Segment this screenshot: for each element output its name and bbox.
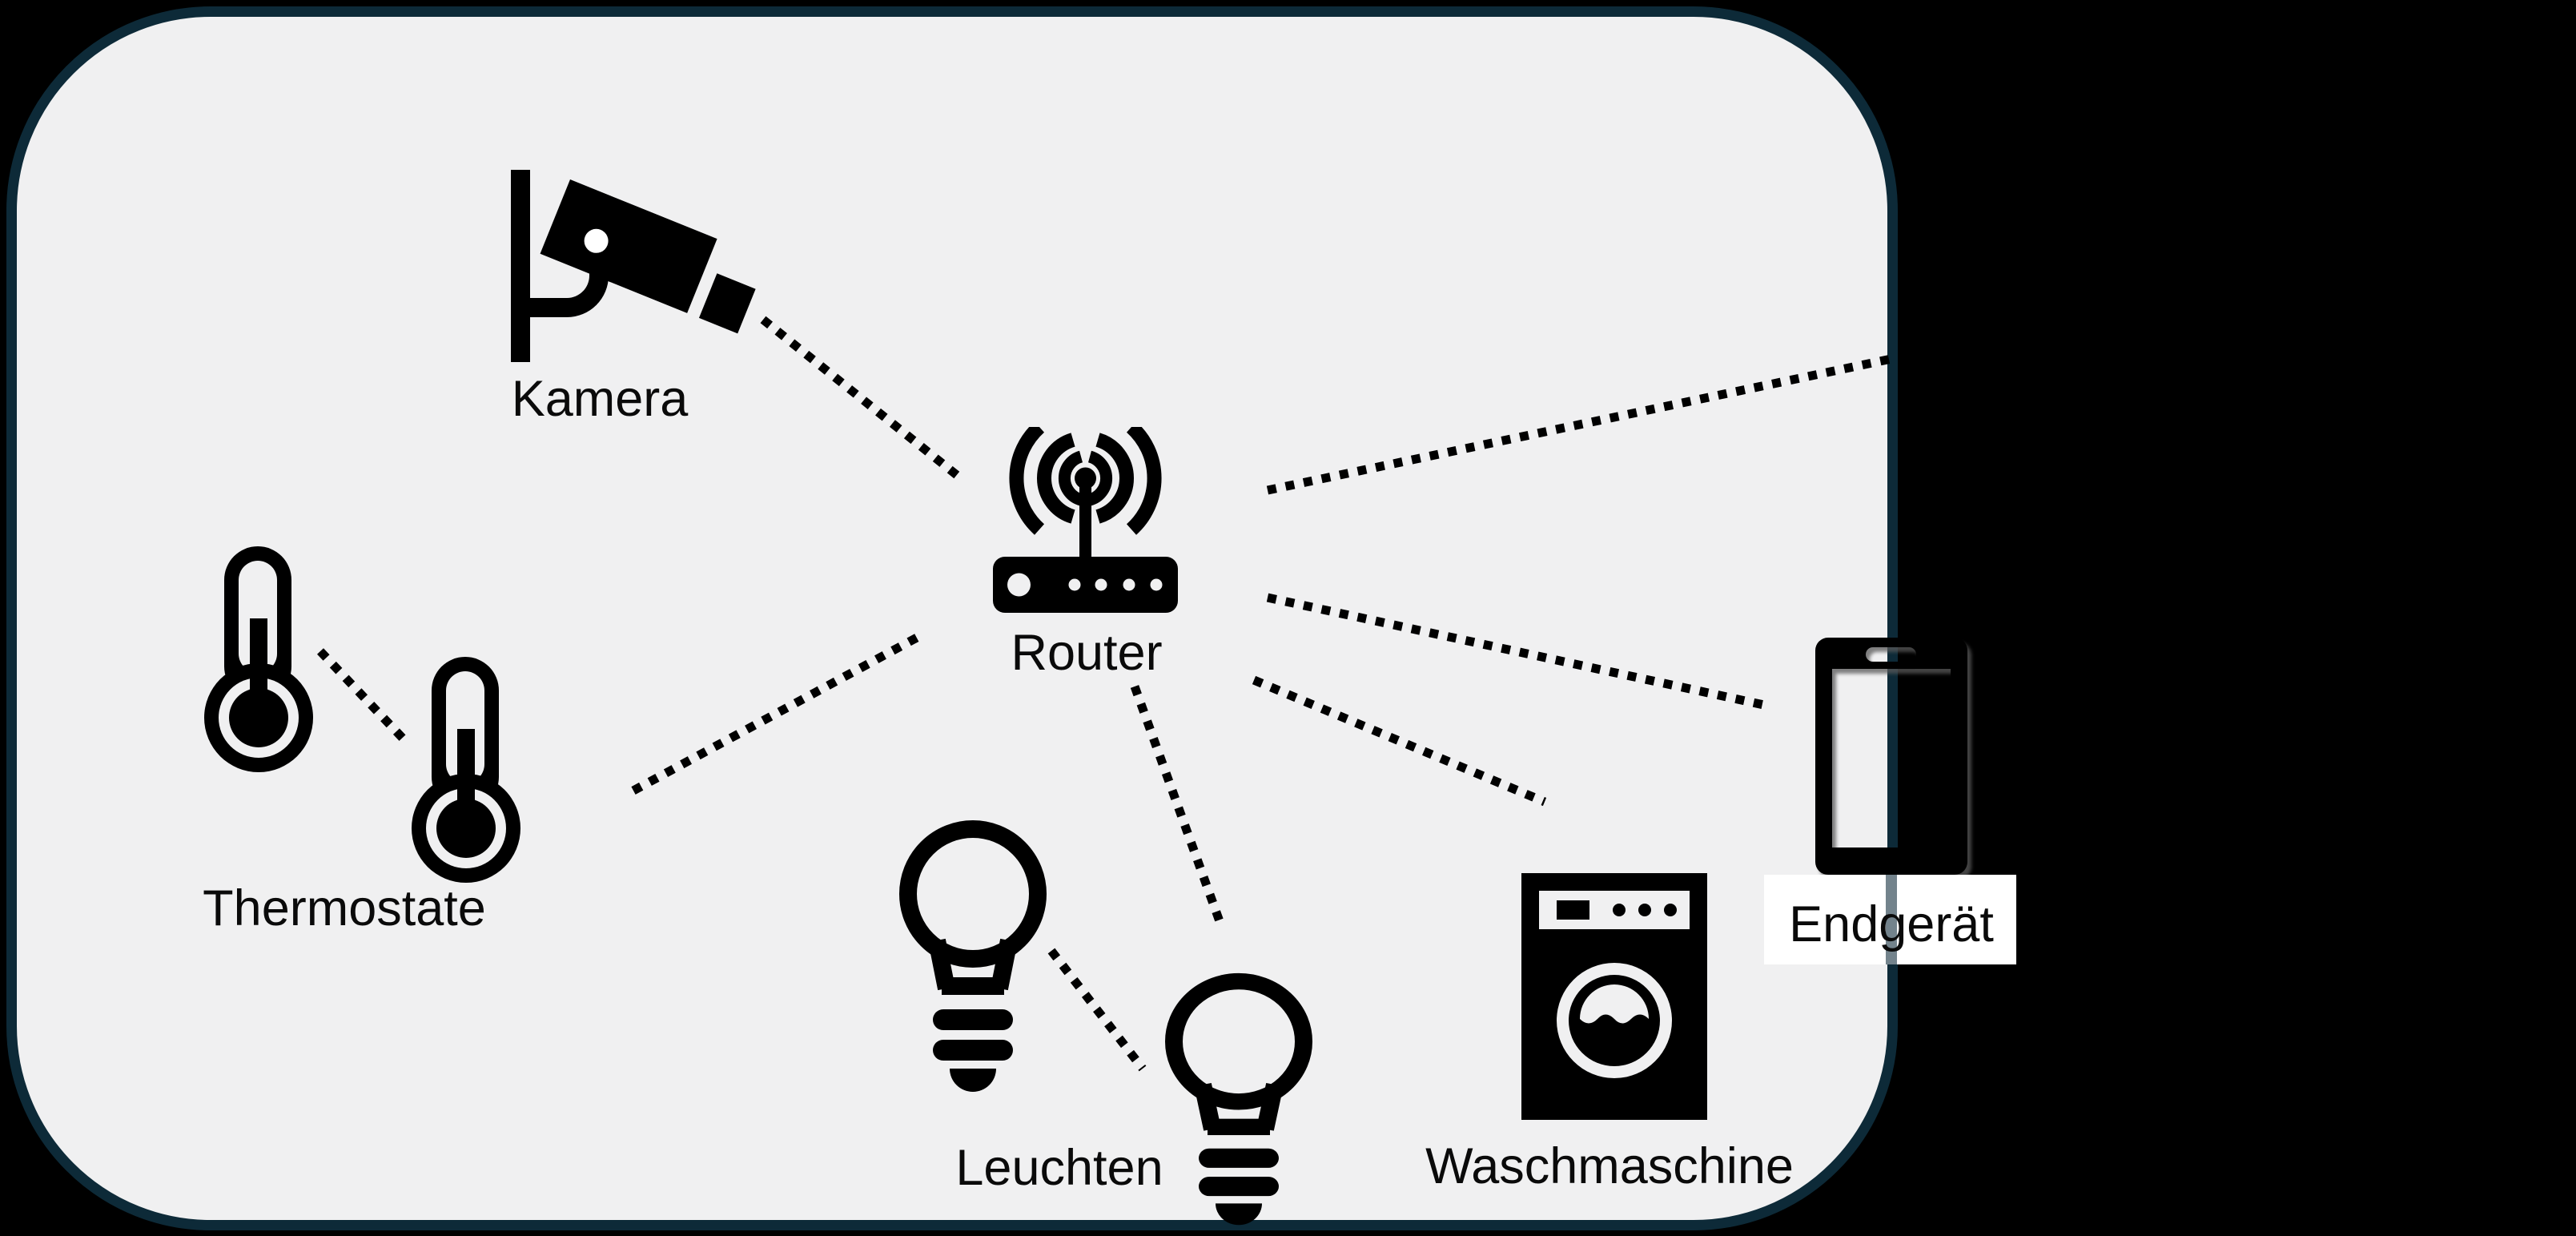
washer-laundry [1580, 984, 1649, 1024]
kamera-label: Kamera [511, 371, 689, 427]
thermometer-icon [412, 657, 520, 883]
washing-machine-icon [1521, 873, 1707, 1120]
smartphone-icon [1815, 638, 1967, 875]
endgeraet-label: Endgerät [1789, 896, 1994, 952]
leuchten-label: Leuchten [955, 1140, 1163, 1196]
camera-pole [511, 170, 530, 362]
wifi-router-icon [993, 427, 1178, 613]
thermostate-label: Thermostate [203, 880, 486, 936]
router-label: Router [1011, 625, 1163, 681]
slide-border-through-label [1886, 875, 1897, 964]
router-power-light [1007, 573, 1031, 597]
washer-display [1557, 900, 1589, 920]
light-bulb-icon [899, 820, 1047, 1092]
thermometer-icon [204, 546, 313, 772]
light-bulb-icon [1165, 972, 1312, 1226]
waschmaschine-label: Waschmaschine [1425, 1138, 1794, 1194]
